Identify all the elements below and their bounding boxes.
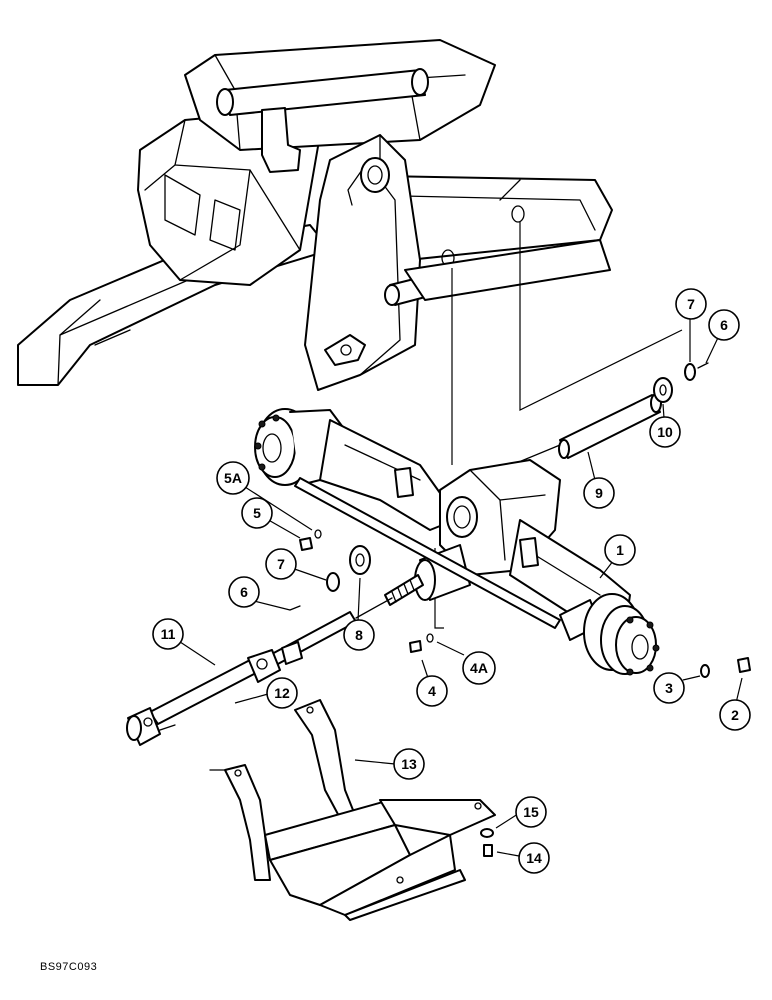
svg-text:14: 14 — [526, 850, 542, 866]
svg-text:15: 15 — [523, 804, 539, 820]
svg-text:13: 13 — [401, 756, 417, 772]
balloon-10: 10 — [649, 416, 681, 448]
tractor-frame — [17, 39, 613, 391]
svg-text:5: 5 — [253, 505, 261, 521]
plug-4 — [409, 640, 422, 653]
svg-text:6: 6 — [240, 584, 248, 600]
balloon-3: 3 — [653, 672, 685, 704]
pivot-washer-8 — [349, 545, 371, 575]
svg-text:5A: 5A — [224, 470, 242, 486]
balloon-5: 5 — [241, 497, 273, 529]
pin-6-upper — [697, 362, 709, 369]
balloon-15: 15 — [515, 796, 547, 828]
balloon-9: 9 — [583, 477, 615, 509]
washer-15 — [480, 828, 494, 838]
drive-shaft — [126, 597, 393, 746]
retaining-ring-7-lower — [326, 572, 340, 592]
balloon-7-upper: 7 — [675, 288, 707, 320]
balloon-2: 2 — [719, 699, 751, 731]
svg-text:12: 12 — [274, 685, 290, 701]
balloon-8: 8 — [343, 619, 375, 651]
svg-text:6: 6 — [720, 317, 728, 333]
svg-text:4: 4 — [428, 683, 436, 699]
nut-2 — [737, 657, 751, 673]
svg-text:4A: 4A — [470, 660, 488, 676]
balloon-11: 11 — [152, 618, 184, 650]
balloon-6-upper: 6 — [708, 309, 740, 341]
pivot-pin — [479, 393, 662, 479]
pivot-washer-10 — [653, 377, 673, 403]
svg-text:9: 9 — [595, 485, 603, 501]
svg-text:7: 7 — [687, 296, 695, 312]
bolt-14 — [483, 844, 493, 857]
svg-text:10: 10 — [657, 424, 673, 440]
balloon-5A: 5A — [216, 461, 250, 495]
svg-text:1: 1 — [616, 542, 624, 558]
pin-6-lower — [289, 605, 301, 611]
retaining-ring-7-upper — [684, 363, 696, 381]
balloon-14: 14 — [518, 842, 550, 874]
washer-3 — [700, 664, 710, 678]
splined-shaft — [384, 574, 424, 606]
balloon-12: 12 — [266, 677, 298, 709]
svg-text:3: 3 — [665, 680, 673, 696]
drive-shaft-shield — [209, 699, 496, 921]
balloon-6-lower: 6 — [228, 576, 260, 608]
svg-text:8: 8 — [355, 627, 363, 643]
balloon-1: 1 — [604, 534, 636, 566]
balloon-13: 13 — [393, 748, 425, 780]
front-axle-assembly — [254, 408, 660, 676]
o-ring-4A — [426, 633, 434, 643]
svg-text:2: 2 — [731, 707, 739, 723]
balloon-4: 4 — [416, 675, 448, 707]
balloon-7-lower: 7 — [265, 548, 297, 580]
document-code: BS97C093 — [40, 961, 98, 973]
balloon-4A: 4A — [462, 651, 496, 685]
svg-text:7: 7 — [277, 556, 285, 572]
svg-text:11: 11 — [161, 626, 176, 642]
grease-fitting-5 — [299, 529, 322, 551]
